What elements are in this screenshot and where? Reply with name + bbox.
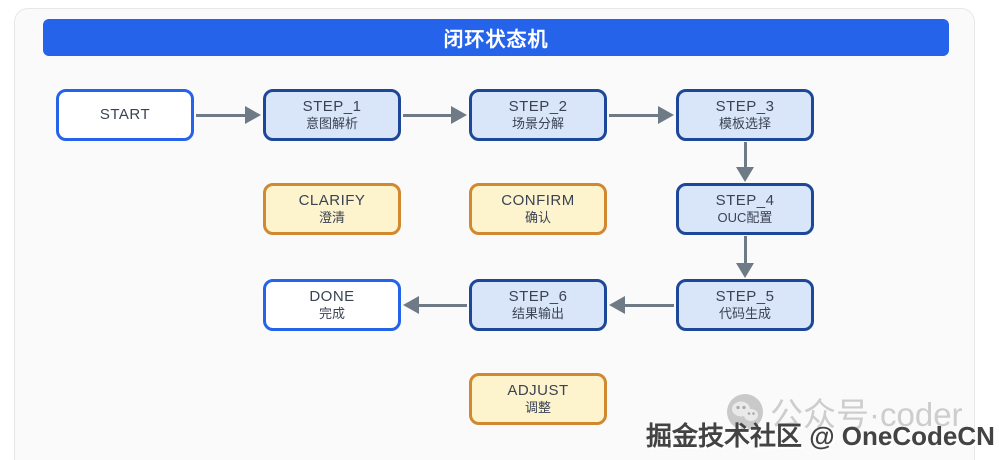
arrow-head-down-icon <box>736 263 754 278</box>
node-step3-title: STEP_3 <box>715 97 775 115</box>
watermark-overlay: 公众号·coder <box>726 388 963 436</box>
node-done: DONE 完成 <box>263 279 401 331</box>
arrow-shaft <box>743 142 747 167</box>
node-adjust-title: ADJUST <box>507 381 569 399</box>
arrow-step5-to-step6 <box>609 295 674 315</box>
arrow-head-right-icon <box>658 106 674 124</box>
diagram-card: 闭环状态机 START STEP_1 意图解析 STEP_2 场景分解 STEP… <box>14 8 975 460</box>
node-step5-title: STEP_5 <box>715 287 775 305</box>
node-confirm-title: CONFIRM <box>501 191 575 209</box>
node-done-title: DONE <box>309 287 355 305</box>
node-step3: STEP_3 模板选择 <box>676 89 814 141</box>
node-clarify-title: CLARIFY <box>298 191 366 209</box>
diagram-title-bar: 闭环状态机 <box>43 19 949 56</box>
node-step4-title: STEP_4 <box>715 191 775 209</box>
arrow-head-right-icon <box>245 106 261 124</box>
node-adjust-subtitle: 调整 <box>524 400 551 416</box>
arrow-start-to-step1 <box>196 105 261 125</box>
node-done-subtitle: 完成 <box>318 306 345 322</box>
arrow-shaft <box>609 113 658 117</box>
node-step6: STEP_6 结果输出 <box>469 279 607 331</box>
node-step2-title: STEP_2 <box>508 97 568 115</box>
arrow-head-left-icon <box>403 296 419 314</box>
node-step4-subtitle: OUC配置 <box>717 210 773 226</box>
arrow-shaft <box>196 113 245 117</box>
node-step4: STEP_4 OUC配置 <box>676 183 814 235</box>
node-start: START <box>56 89 194 141</box>
arrow-shaft <box>743 236 747 263</box>
watermark-credit: 掘金技术社区 @ OneCodeCN <box>646 421 995 451</box>
arrow-step1-to-step2 <box>403 105 467 125</box>
node-step2-subtitle: 场景分解 <box>511 116 564 132</box>
arrow-shaft <box>403 113 451 117</box>
node-step1: STEP_1 意图解析 <box>263 89 401 141</box>
node-confirm: CONFIRM 确认 <box>469 183 607 235</box>
arrow-step4-to-step5 <box>735 236 755 278</box>
node-start-title: START <box>99 106 151 124</box>
node-step5: STEP_5 代码生成 <box>676 279 814 331</box>
arrow-shaft <box>625 303 674 307</box>
arrow-step3-to-step4 <box>735 142 755 182</box>
node-step6-title: STEP_6 <box>508 287 568 305</box>
node-adjust: ADJUST 调整 <box>469 373 607 425</box>
node-clarify-subtitle: 澄清 <box>318 210 345 226</box>
wechat-icon <box>727 394 763 430</box>
arrow-head-right-icon <box>451 106 467 124</box>
node-step1-subtitle: 意图解析 <box>305 116 358 132</box>
watermark-overlay-text: 公众号·coder <box>770 396 963 433</box>
node-step2: STEP_2 场景分解 <box>469 89 607 141</box>
node-step3-subtitle: 模板选择 <box>718 116 771 132</box>
arrow-step2-to-step3 <box>609 105 674 125</box>
node-confirm-subtitle: 确认 <box>524 210 551 226</box>
arrow-shaft <box>419 303 467 307</box>
arrow-step6-to-done <box>403 295 467 315</box>
node-step5-subtitle: 代码生成 <box>718 306 771 322</box>
node-step6-subtitle: 结果输出 <box>511 306 564 322</box>
arrow-head-down-icon <box>736 167 754 182</box>
node-clarify: CLARIFY 澄清 <box>263 183 401 235</box>
node-step1-title: STEP_1 <box>302 97 362 115</box>
diagram-title: 闭环状态机 <box>443 29 549 51</box>
arrow-head-left-icon <box>609 296 625 314</box>
